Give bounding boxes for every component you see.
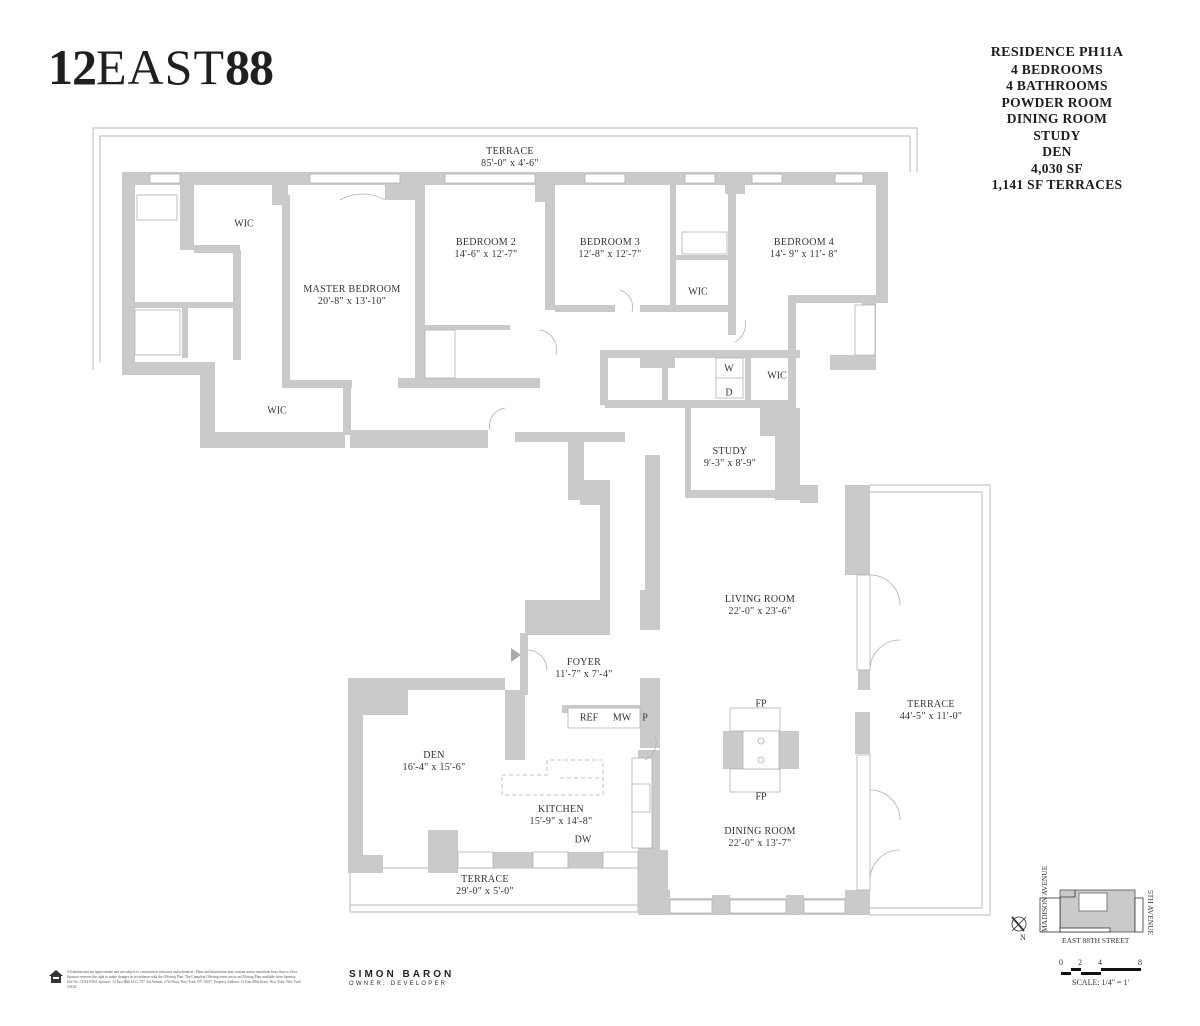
logo: 12EAST88 — [48, 39, 274, 95]
residence-title: RESIDENCE PH11A — [990, 45, 1124, 60]
summary-line: 4,030 SF — [1031, 160, 1083, 176]
street-5th-avenue: 5TH AVENUE — [1146, 890, 1155, 936]
scale-label: SCALE: 1/4" = 1' — [1072, 978, 1129, 987]
entry-arrow-icon — [511, 648, 521, 662]
developer-logo: SIMON BARON OWNER, DEVELOPER — [349, 969, 454, 987]
scale-tick: 2 — [1078, 958, 1082, 967]
wic-label: WIC — [767, 370, 787, 382]
terrace-north-outline — [92, 127, 918, 370]
summary-line: STUDY — [1033, 127, 1081, 143]
wic-label: WIC — [267, 405, 287, 417]
pantry-label: P — [642, 712, 648, 724]
walls — [122, 172, 888, 915]
microwave-label: MW — [612, 712, 632, 724]
scale-bar — [1061, 968, 1141, 975]
summary-line: 4 BATHROOMS — [1006, 78, 1108, 93]
washer-label: W — [724, 363, 734, 375]
wic-label: WIC — [688, 286, 708, 298]
summary-line: DEN — [1042, 144, 1072, 159]
scale-tick: 4 — [1098, 958, 1102, 967]
terrace-east-outline — [870, 484, 991, 916]
summary-line: POWDER ROOM — [1001, 94, 1113, 110]
residence-summary: RESIDENCE PH11A 4 BEDROOMS 4 BATHROOMS P… — [972, 45, 1142, 194]
equal-housing-icon — [49, 970, 63, 983]
fireplace-label: FP — [755, 791, 767, 803]
street-east-88th: EAST 88TH STREET — [1062, 936, 1130, 945]
summary-line: 4 BEDROOMS — [1011, 61, 1103, 77]
developer-role: OWNER, DEVELOPER — [349, 981, 448, 987]
refrigerator-label: REF — [579, 712, 599, 724]
dishwasher-label: DW — [574, 834, 592, 846]
summary-line: 1,141 SF TERRACES — [991, 177, 1123, 192]
fireplace-label: FP — [755, 698, 767, 710]
developer-name: SIMON BARON — [349, 969, 455, 980]
dryer-label: D — [725, 387, 733, 399]
north-label: N — [1020, 933, 1026, 942]
summary-line: DINING ROOM — [1006, 111, 1108, 126]
disclaimer: All dimensions are approximate and are s… — [67, 970, 301, 989]
wic-label: WIC — [234, 218, 254, 230]
north-arrow-icon — [1011, 916, 1027, 932]
street-madison-avenue: MADISON AVENUE — [1040, 865, 1049, 932]
key-map — [1011, 889, 1144, 933]
scale-tick: 8 — [1138, 958, 1142, 967]
scale-tick: 0 — [1059, 958, 1063, 967]
